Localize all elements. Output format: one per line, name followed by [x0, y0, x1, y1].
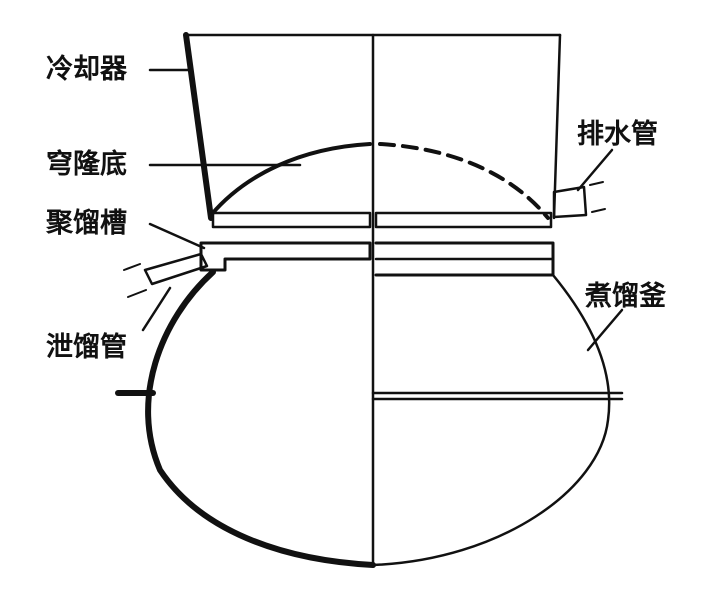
- leader-outlet-pipe: [141, 286, 172, 332]
- condenser-bottom-plate: [211, 211, 553, 229]
- collecting-trough: [199, 241, 555, 277]
- leader-drain-pipe: [576, 148, 614, 192]
- leader-lines: [141, 68, 624, 352]
- leader-still-pot: [586, 308, 624, 352]
- drain-pipe: [552, 181, 606, 219]
- leader-collecting-trough: [148, 222, 206, 250]
- label-arched-bottom: 穹隆底: [46, 149, 127, 180]
- label-still-pot: 煮馏釜: [585, 281, 666, 312]
- arched-bottom: [209, 142, 550, 220]
- label-collecting-trough: 聚馏槽: [46, 208, 127, 239]
- outlet-pipe: [123, 252, 209, 298]
- label-outlet-pipe: 泄馏管: [46, 332, 127, 363]
- label-condenser: 冷却器: [46, 54, 127, 85]
- still-pot: [115, 269, 624, 568]
- label-drain-pipe: 排水管: [577, 119, 658, 150]
